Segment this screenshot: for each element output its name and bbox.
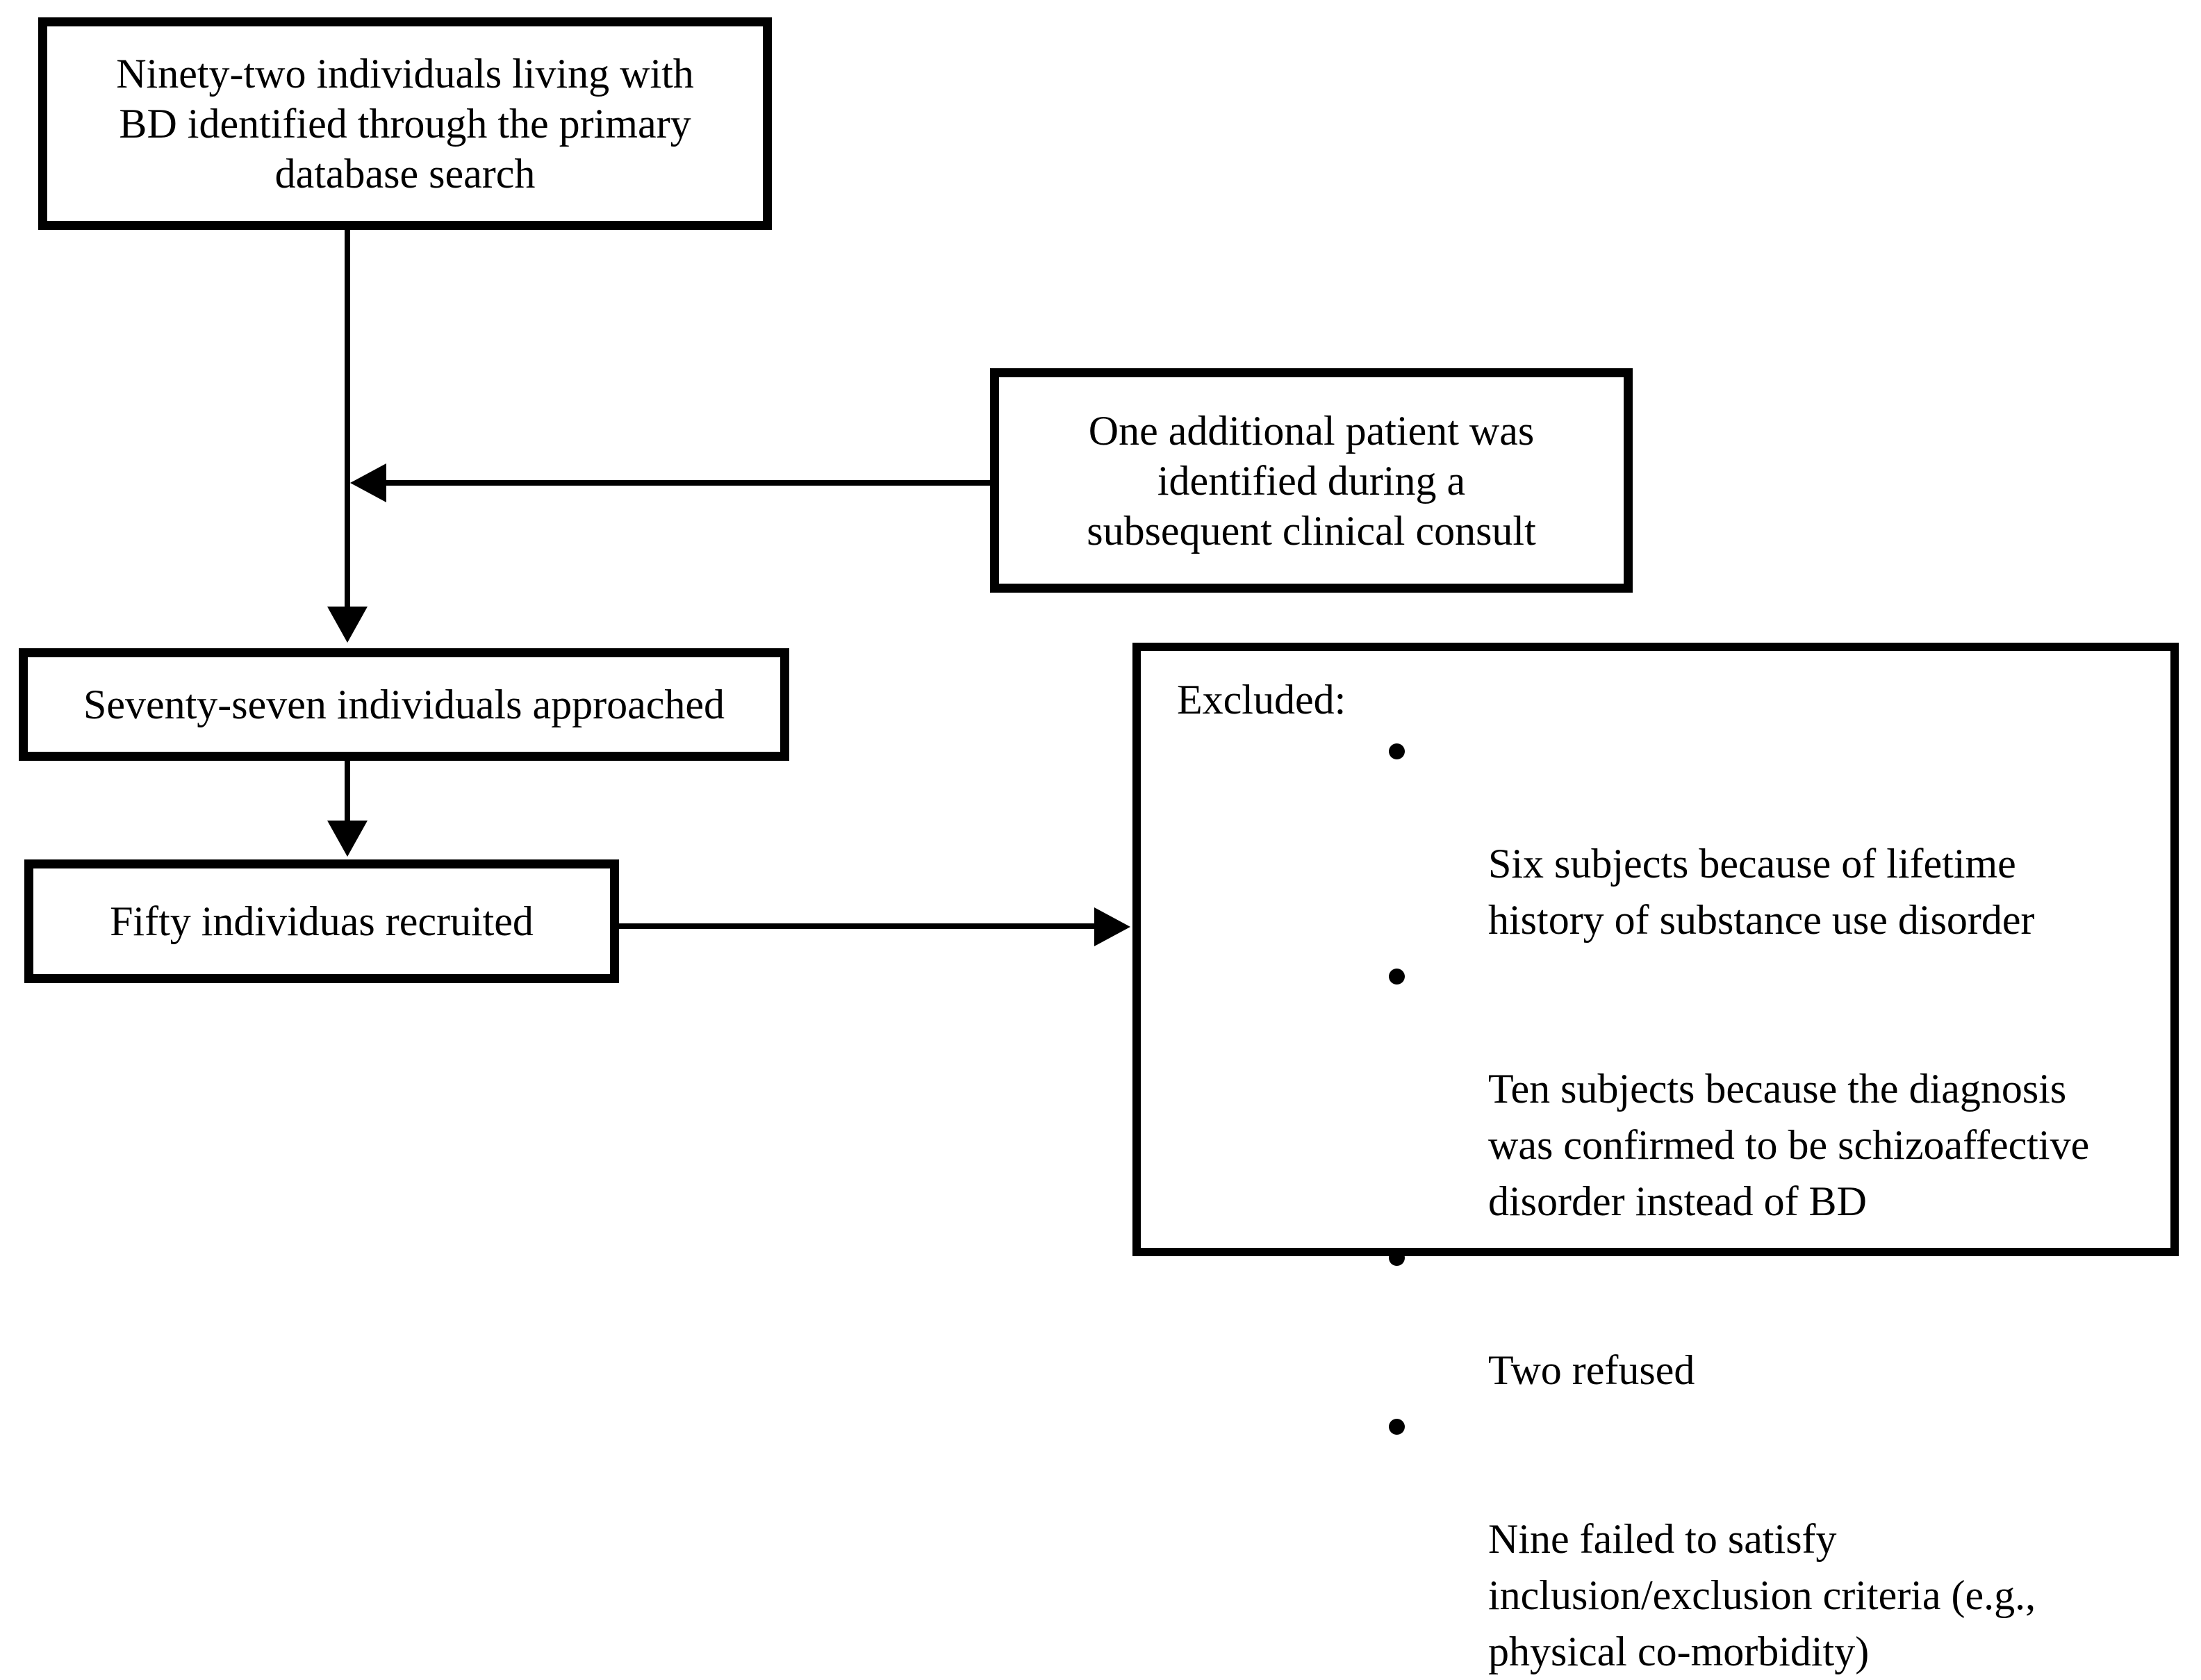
excluded-item-text: Nine failed to satisfy inclusion/exclusi… bbox=[1488, 1516, 2036, 1674]
bullet-dot-icon bbox=[1389, 743, 1405, 759]
arrow-right-head-icon bbox=[1094, 907, 1130, 946]
arrow-left-head-icon bbox=[350, 463, 386, 502]
bullet-dot-icon bbox=[1389, 1250, 1405, 1266]
arrow-approached-to-recruited-line bbox=[345, 761, 350, 823]
flow-diagram: Ninety-two individuals living with BD id… bbox=[19, 17, 2179, 1674]
arrow-down-head-2-icon bbox=[327, 821, 368, 857]
excluded-list: Six subjects because of lifetime history… bbox=[1389, 723, 2139, 1680]
excluded-item: Nine failed to satisfy inclusion/exclusi… bbox=[1389, 1399, 2139, 1680]
excluded-item: Two refused bbox=[1389, 1230, 2139, 1399]
box-database-search: Ninety-two individuals living with BD id… bbox=[38, 17, 772, 230]
box-database-search-text: Ninety-two individuals living with BD id… bbox=[116, 51, 694, 197]
bullet-dot-icon bbox=[1389, 1419, 1405, 1435]
box-additional-patient: One additional patient was identified du… bbox=[990, 368, 1633, 593]
box-recruited-text: Fifty individuas recruited bbox=[110, 898, 534, 944]
arrow-recruited-to-excluded-line bbox=[619, 923, 1094, 929]
excluded-heading: Excluded: bbox=[1177, 677, 1346, 723]
box-approached-text: Seventy-seven individuals approached bbox=[83, 682, 725, 727]
arrow-search-to-approached-line bbox=[345, 230, 350, 609]
bullet-dot-icon bbox=[1389, 969, 1405, 985]
excluded-item-text: Two refused bbox=[1488, 1347, 1695, 1393]
excluded-item: Ten subjects because the diagnosis was c… bbox=[1389, 948, 2139, 1230]
excluded-item-text: Six subjects because of lifetime history… bbox=[1488, 841, 2035, 943]
excluded-item-text: Ten subjects because the diagnosis was c… bbox=[1488, 1066, 2090, 1224]
box-approached: Seventy-seven individuals approached bbox=[19, 648, 789, 761]
box-recruited: Fifty individuas recruited bbox=[24, 859, 619, 983]
arrow-additional-patient-line bbox=[386, 480, 990, 486]
box-excluded: Excluded: Six subjects because of lifeti… bbox=[1132, 643, 2179, 1674]
arrow-down-head-icon bbox=[327, 607, 368, 643]
excluded-item: Six subjects because of lifetime history… bbox=[1389, 723, 2139, 948]
box-additional-patient-text: One additional patient was identified du… bbox=[1087, 407, 1536, 554]
